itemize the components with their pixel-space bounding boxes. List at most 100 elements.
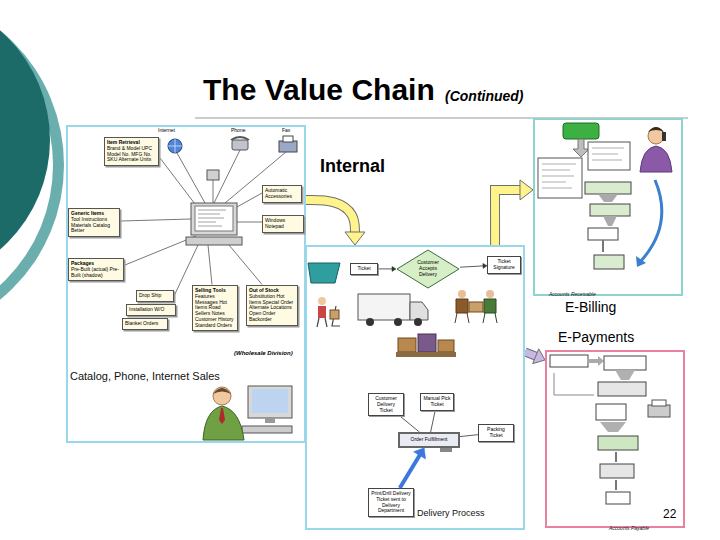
monitor-screen [195, 206, 233, 231]
mover-head [458, 290, 466, 298]
return-arrow [640, 180, 662, 262]
teal-disc [0, 0, 50, 285]
clerk-phone [662, 132, 666, 141]
icon-label: Internet [158, 127, 175, 133]
connector-line [495, 190, 522, 245]
panel-caption: Delivery Process [417, 508, 485, 518]
arrow-head [345, 232, 365, 245]
return-arrow-head [636, 256, 646, 267]
feature-box: Installation W/O [126, 304, 176, 316]
node-body: Substitution Hot Items Special Order Alt… [249, 294, 295, 323]
arrow-outline [495, 190, 522, 245]
connector-line [400, 454, 420, 488]
node-heading: Ticket Signature [490, 259, 518, 271]
ticket-box: Packing Ticket [478, 424, 514, 442]
node-heading: Print/Drill Delivery Ticket sent to Deli… [371, 491, 411, 514]
section-label: Internal [320, 156, 385, 177]
truck-cab [410, 302, 428, 320]
connector [431, 411, 436, 433]
flow-arrow-art [588, 356, 604, 366]
flow-box [594, 255, 624, 269]
teal-arc [0, 0, 64, 339]
process-label: E-Billing [565, 299, 616, 315]
connector-line [378, 268, 393, 269]
monitor-stand [265, 418, 275, 423]
slide-title: The Value Chain [203, 73, 435, 107]
list-box [538, 158, 582, 198]
connector [460, 263, 487, 268]
label-holder: Phone [231, 127, 245, 133]
flow-box [590, 204, 630, 216]
truck-wheel [394, 318, 402, 326]
clerk-hair [648, 127, 664, 132]
mover-body [455, 299, 469, 323]
sales-panel: Item RetrievalBrand & Model UPC Model No… [66, 125, 306, 443]
funnel [600, 422, 626, 432]
ticket-box: Ticket [350, 263, 378, 275]
arrow-head [414, 448, 426, 459]
connector [495, 180, 533, 245]
node-body: Features Messages Hot Items Road Sellers… [195, 294, 235, 329]
ticket-box: Ticket Signature [487, 256, 521, 274]
feature-box: Selling ToolsFeatures Messages Hot Items… [192, 285, 238, 331]
node-heading: Customer Accepts Delivery [411, 260, 445, 277]
node-heading: Blanket Orders [125, 321, 165, 327]
node-heading: Order Fulfillment [403, 437, 455, 443]
pallet-stack [418, 334, 436, 352]
modem-icon [207, 170, 219, 180]
ticket-box: Print/Drill Delivery Ticket sent to Deli… [368, 488, 414, 517]
clerk-head [648, 128, 664, 144]
pallet-base [396, 352, 456, 357]
clerk-body [640, 146, 672, 172]
sales-monitor [248, 386, 292, 418]
pallet-stack [438, 340, 454, 352]
pallet-stack [398, 338, 416, 352]
mover-head [486, 290, 494, 298]
flow-box [600, 464, 634, 478]
terminal-stand [440, 448, 452, 452]
connector [400, 448, 426, 488]
printer-paper [652, 400, 666, 406]
flow-box [550, 355, 588, 367]
connector-line [460, 266, 484, 267]
node-heading: Installation W/O [129, 307, 173, 313]
warehouse-shape [308, 263, 340, 283]
node-heading: Ticket [353, 266, 375, 272]
screen-lines [198, 210, 226, 226]
arrow-head [533, 349, 545, 364]
truck-wheel [366, 318, 374, 326]
flow-box [596, 404, 626, 420]
phone-handset [231, 137, 249, 140]
feature-box: Item RetrievalBrand & Model UPC Model No… [104, 137, 159, 166]
funnel [603, 216, 617, 226]
carried-box [469, 302, 483, 312]
flow-box [598, 382, 646, 396]
node-heading: Windows Notepad [265, 218, 301, 230]
funnel [598, 194, 618, 202]
globe-icon [168, 139, 182, 153]
start-box [563, 123, 599, 139]
decision-diamond: Customer Accepts Delivery [396, 249, 460, 289]
icon-label: Phone [231, 127, 245, 133]
title-holder: The Value Chain [203, 73, 435, 107]
arrow-head [520, 180, 533, 200]
panel-caption: Accounts Receivable [549, 291, 596, 297]
connector [378, 266, 396, 271]
panel-caption: Accounts Payable [609, 525, 649, 531]
worker-head [318, 297, 326, 305]
flow-arrow-art [573, 139, 589, 157]
salesman-tie [219, 408, 225, 424]
worker-dolly [317, 306, 340, 327]
connector [460, 435, 478, 437]
message-lines [592, 148, 624, 160]
mover-body [483, 299, 497, 323]
connector-line [431, 411, 436, 433]
terminal-window: Order Fulfillment [398, 432, 460, 448]
slide-number: 22 [663, 507, 676, 521]
salesman-body [203, 406, 244, 440]
label-holder: 22 [663, 507, 676, 521]
feature-box: Windows Notepad [262, 215, 304, 233]
dolly-box [330, 310, 339, 319]
message-box [588, 142, 630, 170]
